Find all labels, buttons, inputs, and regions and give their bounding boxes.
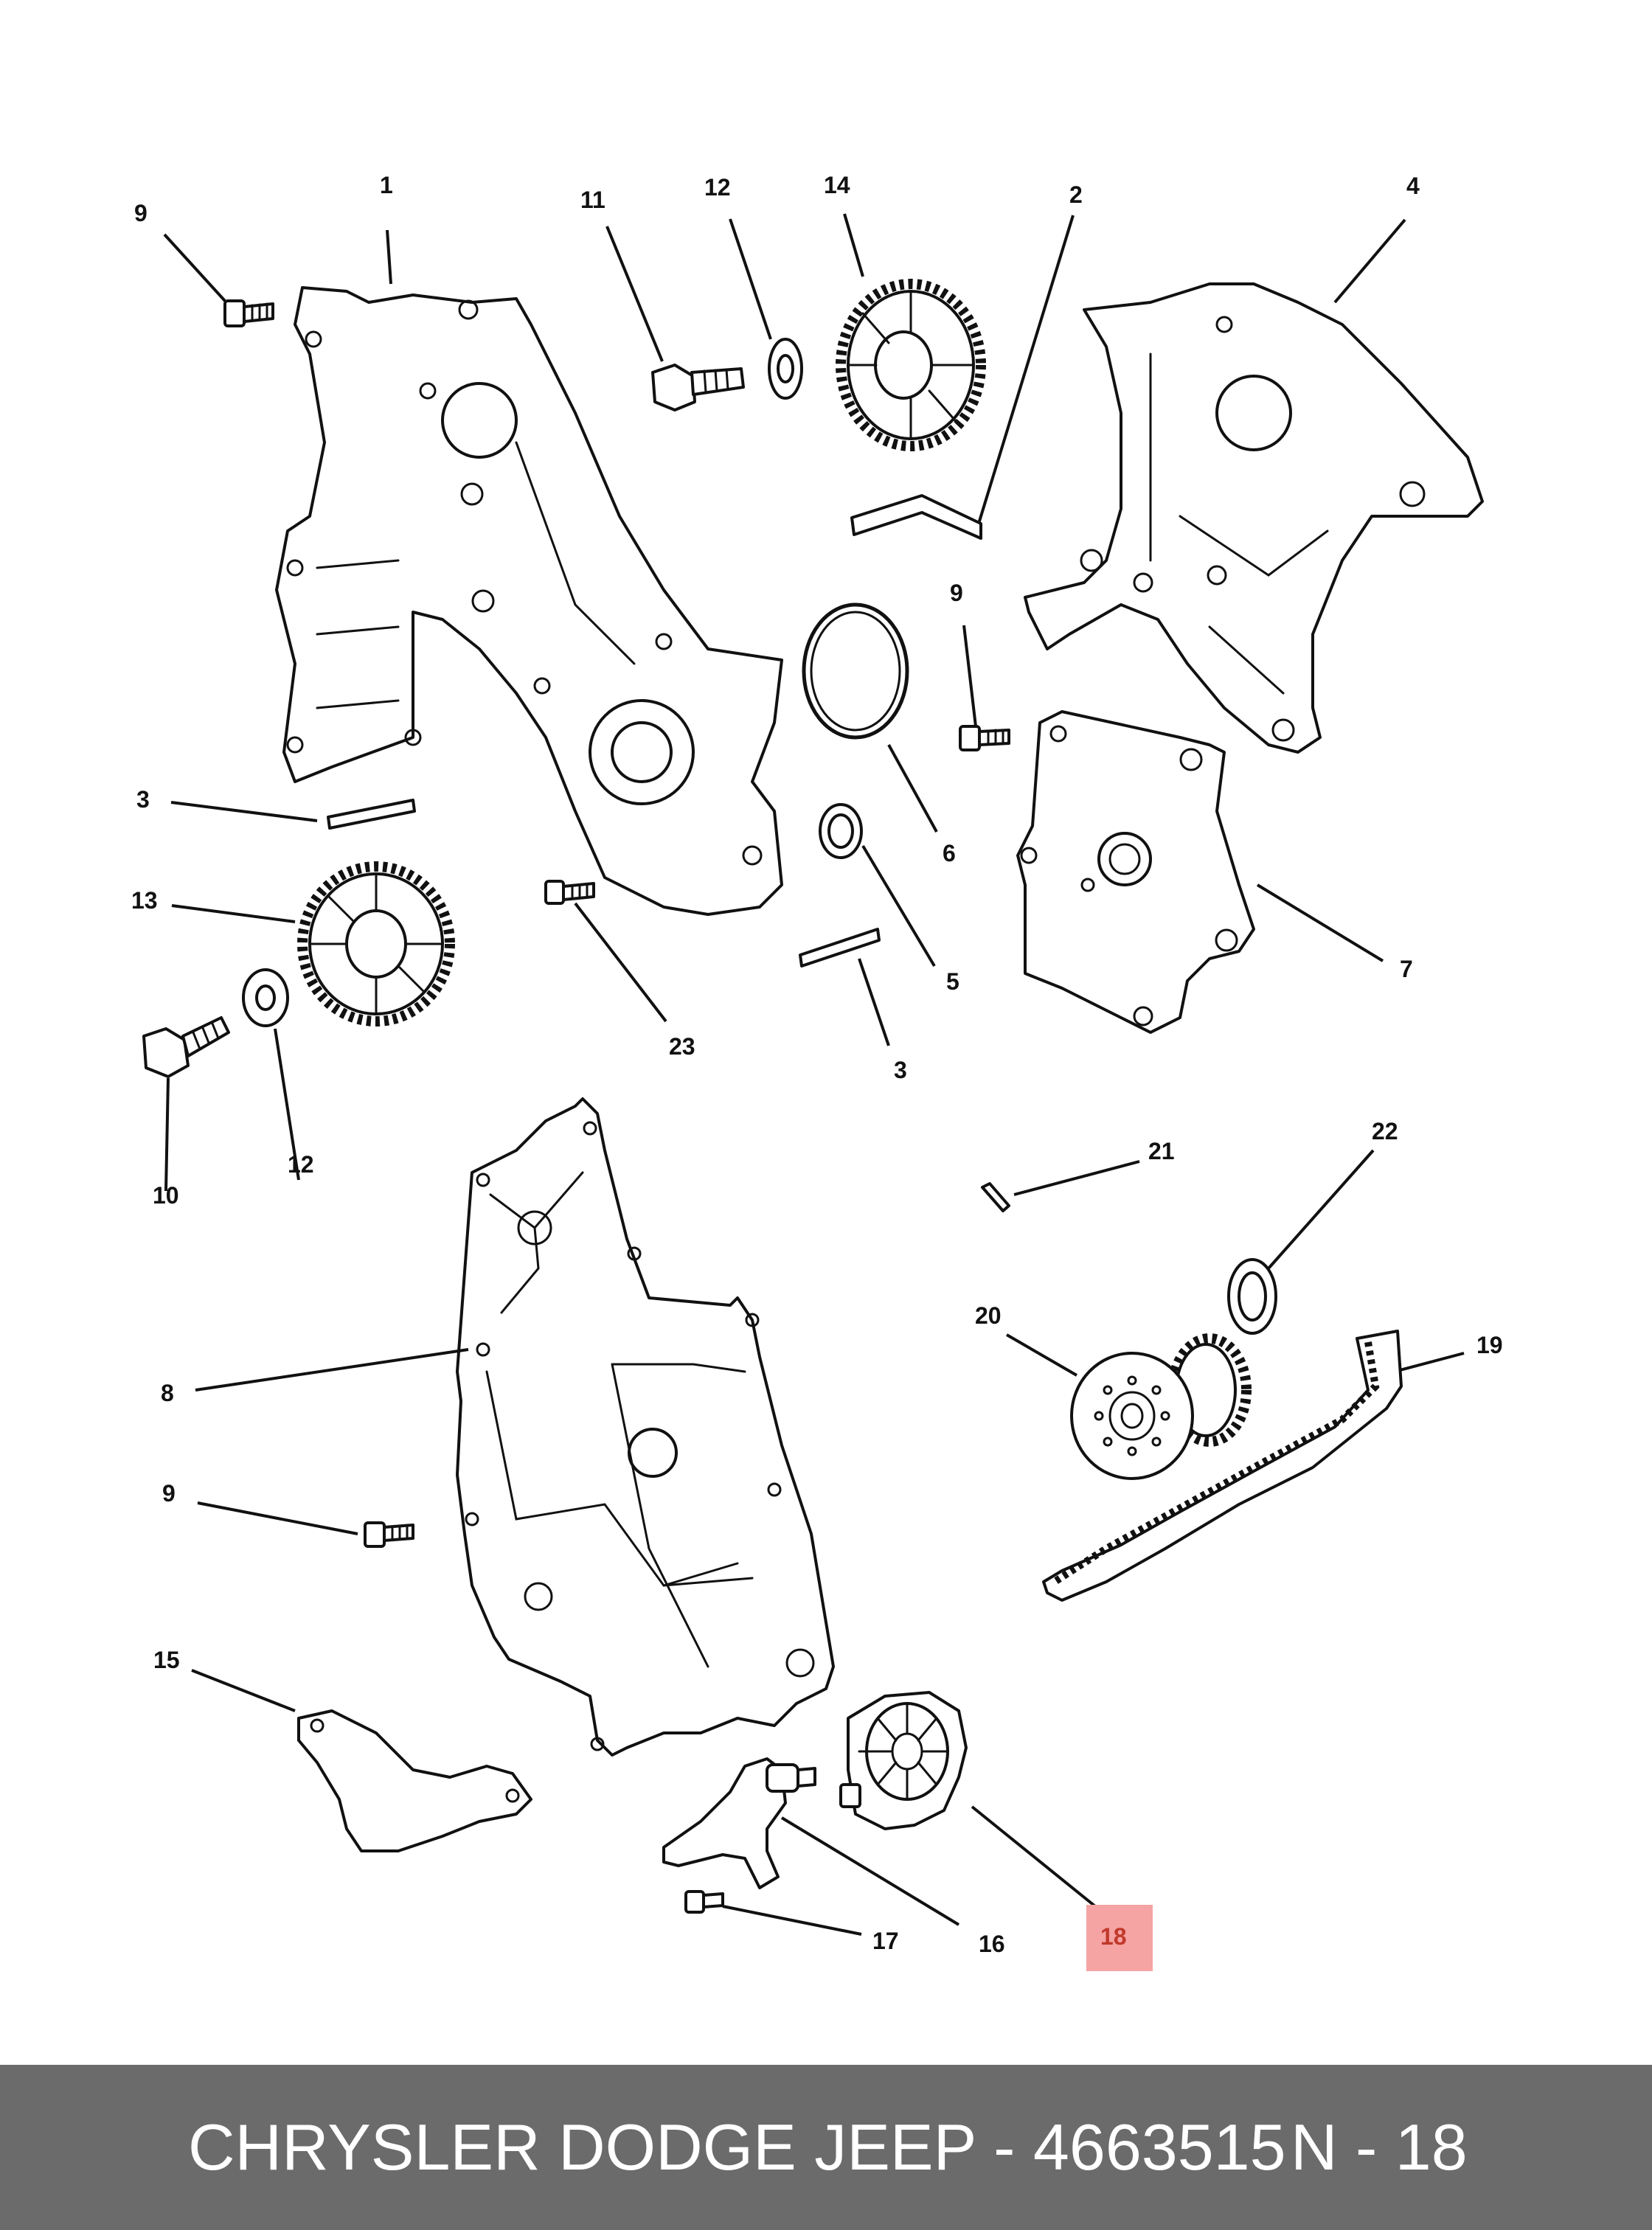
label-12-top: 12 [704, 174, 731, 201]
part-labels: 1 2 3 3 4 5 6 7 8 9 9 9 10 11 12 12 13 1… [131, 172, 1503, 1957]
footer-bar: CHRYSLER DODGE JEEP - 4663515 N - 18 [0, 2065, 1652, 2230]
label-7: 7 [1400, 956, 1413, 982]
part-4-mounting-bracket [1024, 282, 1484, 754]
label-18: 18 [1100, 1923, 1127, 1950]
label-3-right: 3 [894, 1057, 907, 1083]
highlight-box-18 [1086, 1905, 1153, 1971]
label-1: 1 [380, 172, 393, 198]
label-10: 10 [153, 1182, 179, 1209]
part-16-tensioner-arm [662, 1757, 816, 1889]
label-2: 2 [1069, 181, 1083, 208]
label-9-top: 9 [134, 200, 148, 226]
part-22-crankshaft-seal [1227, 1258, 1277, 1335]
part-14-camshaft-sprocket-upper [836, 279, 986, 451]
label-14: 14 [824, 172, 850, 198]
part-5-seal-ring [819, 803, 863, 859]
part-3-seal-strip-right [799, 928, 881, 968]
part-9-bolt-lower [364, 1521, 414, 1548]
part-20-crankshaft-sprocket [1070, 1333, 1252, 1480]
part-21-key-pin [981, 1182, 1010, 1212]
label-20: 20 [975, 1302, 1002, 1329]
part-15-gasket [297, 1709, 532, 1852]
exploded-parts-diagram: 1 2 3 3 4 5 6 7 8 9 9 9 10 11 12 12 13 1… [131, 172, 1503, 1971]
label-15: 15 [153, 1647, 180, 1673]
label-13: 13 [131, 887, 158, 914]
label-12-left: 12 [288, 1151, 314, 1178]
part-11-sprocket-bolt [651, 364, 745, 411]
part-23-bolt [544, 880, 595, 905]
label-6: 6 [943, 840, 956, 866]
part-1-inner-timing-cover [275, 286, 783, 916]
label-5: 5 [946, 968, 959, 995]
part-6-o-ring [802, 602, 909, 740]
part-10-sprocket-bolt [142, 1016, 230, 1078]
label-4: 4 [1406, 173, 1420, 199]
part-12-washer-top [768, 338, 803, 400]
label-8: 8 [161, 1380, 174, 1406]
footer-diagram-code: N - 18 [1291, 2111, 1468, 2184]
part-9-bolt-top [223, 299, 274, 327]
part-18-timing-belt-tensioner [839, 1691, 968, 1830]
part-12-washer-left [242, 968, 289, 1027]
part-17-small-bolt [684, 1890, 724, 1914]
label-3-left: 3 [136, 786, 150, 813]
footer-part-title: CHRYSLER DODGE JEEP - 4663515 [188, 2111, 1286, 2184]
part-7-cover-plate [1016, 710, 1255, 1034]
label-9-middle: 9 [950, 580, 963, 606]
label-11: 11 [580, 187, 605, 213]
label-17: 17 [872, 1928, 899, 1954]
label-21: 21 [1148, 1138, 1175, 1164]
label-23: 23 [669, 1033, 695, 1060]
part-9-bolt-middle [959, 725, 1010, 751]
leader-lines [163, 213, 1465, 1936]
label-9-lower: 9 [162, 1480, 176, 1507]
label-19: 19 [1476, 1332, 1503, 1358]
part-3-seal-strip-left [327, 799, 416, 830]
part-19-timing-belt [1042, 1330, 1403, 1602]
part-13-camshaft-sprocket-lower [297, 861, 455, 1027]
label-22: 22 [1372, 1118, 1398, 1144]
part-8-outer-timing-cover [456, 1097, 835, 1757]
label-16: 16 [979, 1931, 1005, 1957]
part-2-seal-strip [850, 494, 982, 540]
